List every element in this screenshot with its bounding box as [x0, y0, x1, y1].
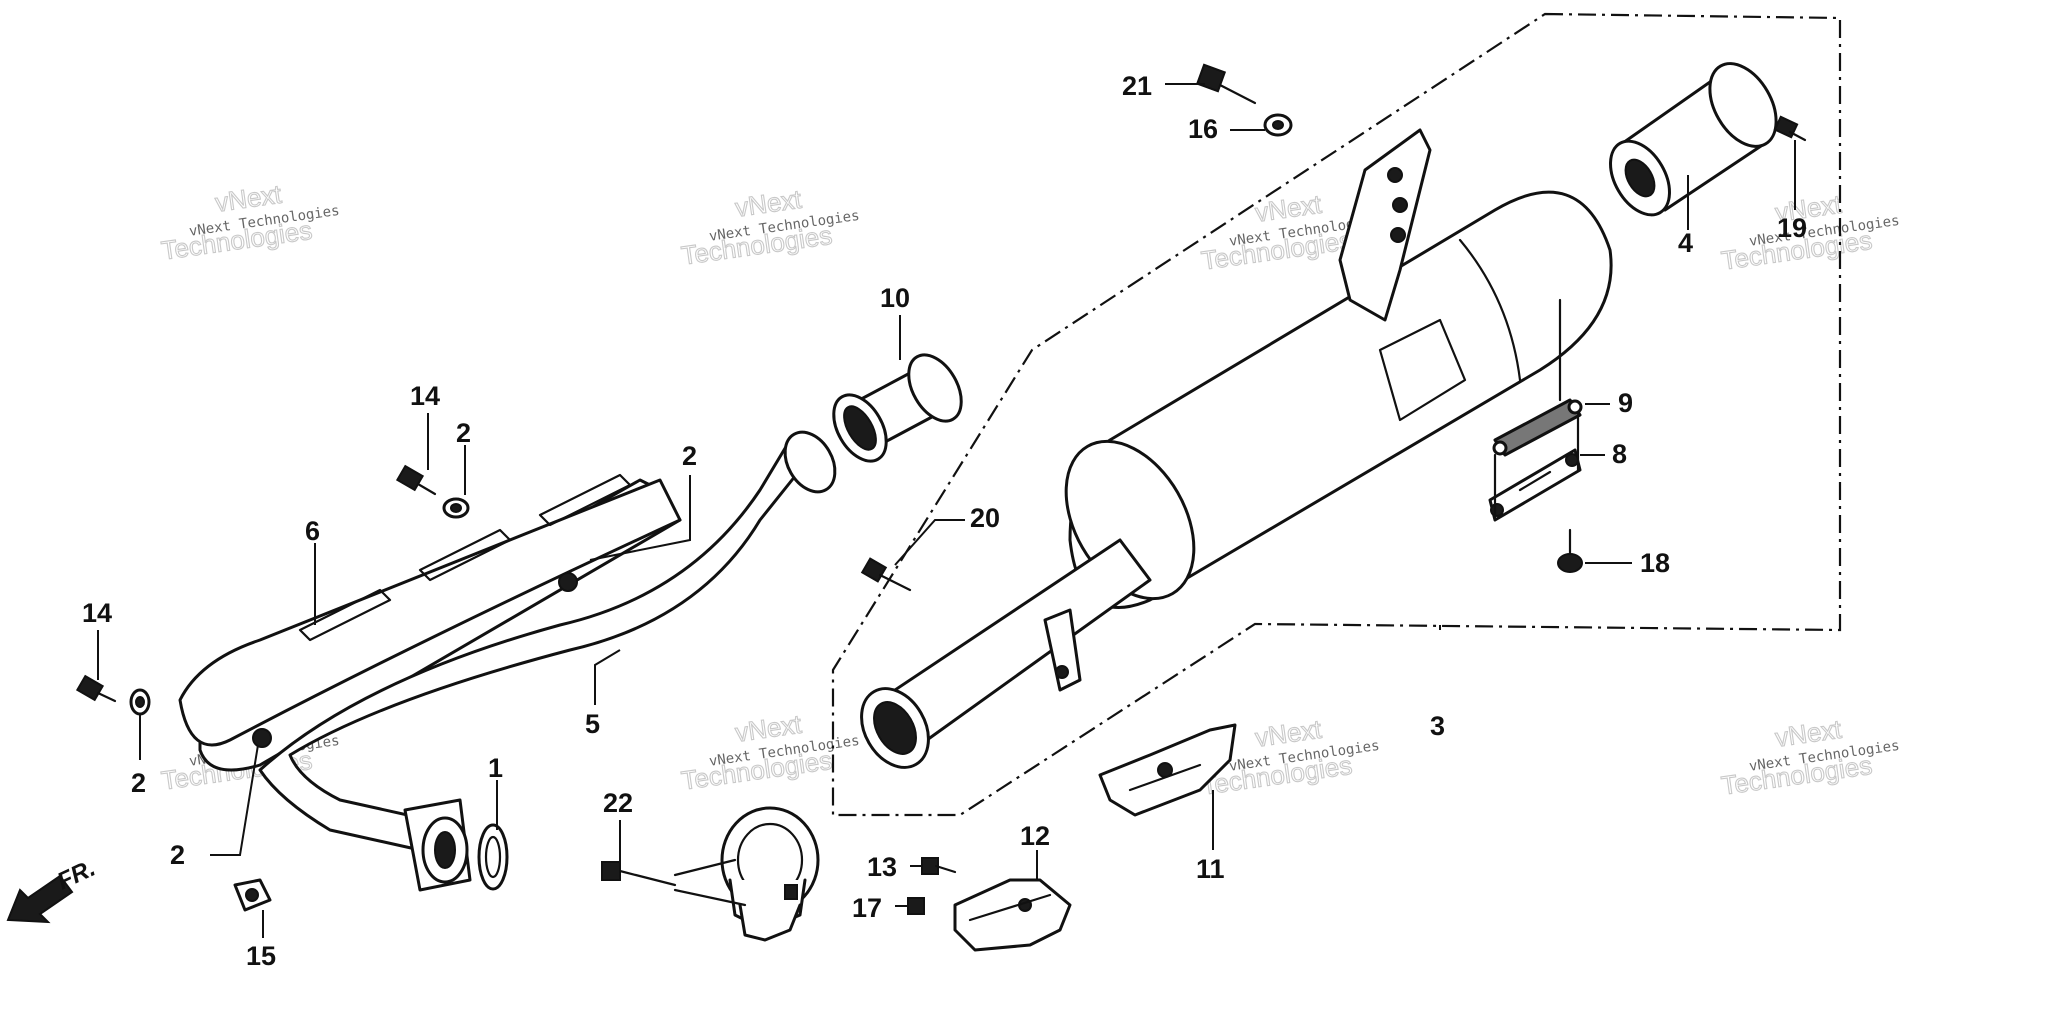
callout-2-upper-right: 2	[682, 441, 697, 471]
bolt-20	[860, 557, 912, 592]
washer-16	[1263, 113, 1293, 137]
watermark-6: vNext Technologies vNext Technologies	[679, 708, 861, 796]
callout-11: 11	[1196, 854, 1225, 884]
gasket	[1492, 398, 1583, 457]
exhaust-pipe	[258, 430, 837, 892]
muffler	[860, 128, 1613, 769]
callout-14-top: 14	[410, 381, 440, 411]
callout-22: 22	[603, 788, 633, 818]
washer-2-left	[129, 688, 151, 716]
watermark-8: vNext Technologies vNext Technologies	[1719, 713, 1901, 801]
callout-15: 15	[246, 941, 276, 971]
callout-21: 21	[1122, 71, 1152, 101]
heat-protector	[178, 473, 682, 772]
watermark-1: vNext Technologies vNext Technologies	[159, 178, 341, 266]
plate	[1488, 448, 1582, 522]
joint-collar	[832, 353, 963, 463]
callout-2-top: 2	[456, 418, 471, 448]
callout-18: 18	[1640, 548, 1670, 578]
nut-17	[907, 897, 925, 915]
front-arrow-icon	[6, 874, 74, 924]
nut-15	[233, 878, 272, 912]
callout-2-left: 2	[131, 768, 146, 798]
bolt-22-guide	[673, 858, 747, 907]
muffler-assembly-boundary	[831, 12, 1842, 817]
bolt-13	[921, 857, 957, 875]
leader-lines	[97, 83, 1796, 938]
watermark-4: vNext Technologies vNext Technologies	[1719, 188, 1901, 276]
bolt-18	[1557, 528, 1583, 573]
bolt-14-top	[395, 464, 437, 496]
front-direction-indicator: FR.	[6, 855, 100, 924]
callout-1: 1	[488, 753, 503, 783]
exhaust-gasket-inner	[484, 835, 502, 879]
callout-3: 3	[1430, 711, 1445, 741]
muffler-stay-12	[953, 878, 1072, 952]
callout-16: 16	[1188, 114, 1218, 144]
washer-2-top	[442, 497, 470, 519]
callout-5: 5	[585, 709, 600, 739]
callout-12: 12	[1020, 821, 1050, 851]
watermark-2: vNext Technologies vNext Technologies	[679, 183, 861, 271]
spark-arrester	[1609, 62, 1778, 217]
gasket-guide-lines	[1493, 298, 1580, 522]
bolt-21	[1195, 63, 1257, 105]
muffler-stay-11	[1098, 723, 1237, 817]
callout-8: 8	[1612, 439, 1627, 469]
exhaust-gasket	[477, 823, 509, 891]
callout-4: 4	[1678, 228, 1693, 258]
muffler-clamp	[720, 806, 820, 942]
callout-13: 13	[867, 852, 897, 882]
callout-2-lower: 2	[170, 840, 185, 870]
callout-10: 10	[880, 283, 910, 313]
callout-14-left: 14	[82, 598, 112, 628]
callout-9: 9	[1618, 388, 1633, 418]
bolt-14-left	[75, 674, 117, 703]
callout-6: 6	[305, 516, 320, 546]
callout-20: 20	[970, 503, 1000, 533]
bolt-19	[1773, 115, 1807, 142]
callout-17: 17	[852, 893, 882, 923]
bolt-22	[601, 861, 677, 887]
callout-19: 19	[1777, 213, 1807, 243]
